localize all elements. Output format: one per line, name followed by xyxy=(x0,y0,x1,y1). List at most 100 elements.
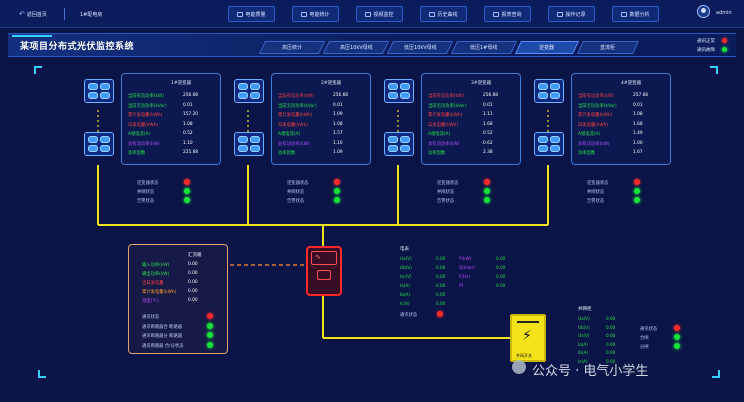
metric-value: 256.68 xyxy=(183,93,199,98)
metric-label: A相电流(A) xyxy=(128,132,151,137)
analysis-icon xyxy=(621,11,628,17)
metric-value: 0.00 xyxy=(188,289,198,294)
metric-label: 日发电量(kWh) xyxy=(578,122,609,128)
metric-value: 1.57 xyxy=(333,131,343,136)
pv-module-icon[interactable] xyxy=(234,79,264,103)
power-quality-button[interactable]: 电能质量 xyxy=(228,6,275,22)
status-led xyxy=(484,197,490,203)
avatar[interactable] xyxy=(697,5,710,18)
inverter-title: 4#逆变器 xyxy=(621,81,642,86)
camera-icon xyxy=(365,11,372,17)
gridbox-label: Ib(A) xyxy=(578,350,589,355)
status-led xyxy=(334,197,340,203)
metric-label: 总有功功率(kW) xyxy=(578,141,610,147)
metric-value: 256.68 xyxy=(333,93,349,98)
pv-module-icon[interactable] xyxy=(84,132,114,156)
meter-label: Uc(V) xyxy=(400,274,412,279)
metric-value: 0.00 xyxy=(188,298,198,303)
metric-value: 2.38 xyxy=(483,150,493,155)
metric-label: 当前无功功率(kVar) xyxy=(278,103,317,109)
metric-label: 总有功功率(kW) xyxy=(428,141,460,147)
meter-value: 0.00 xyxy=(436,256,446,261)
metric-value: 1.08 xyxy=(183,121,193,127)
report-query-button[interactable]: 报表查询 xyxy=(484,6,531,22)
metric-label: 当日发电量 xyxy=(142,281,164,286)
pv-module-icon[interactable] xyxy=(384,132,414,156)
metric-value: 0.00 xyxy=(188,271,198,276)
metric-label: 功率因数 xyxy=(278,151,296,156)
video-monitor-button[interactable]: 视频监控 xyxy=(356,6,403,22)
meter-label: Ia(A) xyxy=(400,283,410,288)
metric-value: 1.10 xyxy=(183,140,193,146)
meter-device[interactable]: ∿ xyxy=(306,246,342,296)
metric-value: 1.68 xyxy=(483,121,493,127)
metric-value: 1.11 xyxy=(483,112,493,117)
metric-label: 输入功率(kW) xyxy=(142,263,170,268)
operation-log-button[interactable]: 操作记录 xyxy=(548,6,595,22)
curve-icon xyxy=(429,11,436,17)
metric-label: 温度(℃) xyxy=(142,299,159,304)
status-led xyxy=(207,322,213,329)
grid-cabinet[interactable]: ⚡ 并网开关 xyxy=(510,314,546,362)
gridbox-value: 0.00 xyxy=(606,316,616,321)
gridbox-label: Ic(A) xyxy=(578,358,588,364)
meter-title: 电表 xyxy=(400,247,409,252)
gridbox-value: 0.00 xyxy=(606,341,616,347)
back-arrow-icon: ↶ xyxy=(19,10,25,18)
pv-module-icon[interactable] xyxy=(84,79,114,103)
monitor-icon xyxy=(237,11,244,17)
corner-decoration xyxy=(38,370,46,378)
metric-label: 当前无功功率(kVar) xyxy=(428,103,467,109)
status-led xyxy=(207,341,213,348)
meter-value: 0.00 xyxy=(496,283,506,288)
pv-module-icon[interactable] xyxy=(534,79,564,103)
metric-value: 0.01 xyxy=(333,102,343,108)
meter-value: 0.00 xyxy=(436,274,446,279)
station-label: 1#配电房 xyxy=(80,12,103,18)
energy-stats-button[interactable]: 电能统计 xyxy=(292,6,339,22)
corner-decoration xyxy=(34,66,42,74)
meter-label: F(Hz) xyxy=(459,274,471,279)
status-led xyxy=(674,334,680,340)
pv-module-icon[interactable] xyxy=(234,132,264,156)
metric-label: 累计发电量(kWh) xyxy=(128,113,163,118)
status-led xyxy=(484,179,490,185)
comm-fault-label: 通讯故障 xyxy=(697,48,715,53)
metric-value: 1.10 xyxy=(333,140,343,146)
status-led xyxy=(674,325,680,331)
combiner-title: 汇流箱 xyxy=(188,253,202,258)
meter-label: Ic(A) xyxy=(400,301,410,306)
status-led xyxy=(334,179,340,185)
pv-module-icon[interactable] xyxy=(384,79,414,103)
inverter-panel-1 xyxy=(121,73,221,165)
metric-value: 1.00 xyxy=(633,140,643,146)
meter-label: Pf xyxy=(459,283,463,288)
status-label: 告警状态 xyxy=(587,199,605,204)
metric-label: 当前有功功率(kW) xyxy=(128,94,164,99)
lightning-icon: ⚡ xyxy=(522,328,532,344)
data-analysis-button[interactable]: 数据分析 xyxy=(612,6,659,22)
gridbox-value: 0.00 xyxy=(606,350,616,355)
metric-label: 日发电量(kWh) xyxy=(278,122,309,128)
metric-label: 输出功率(kW) xyxy=(142,272,170,277)
cabinet-slot xyxy=(517,321,539,323)
gridbox-label: Ub(V) xyxy=(578,324,590,330)
metric-label: 功率因数 xyxy=(128,151,146,156)
top-bar: ↶ 返回首页 1#配电房 电能质量 电能统计 视频监控 历史曲线 报表查询 操作… xyxy=(0,0,744,28)
meter-label: P(kW) xyxy=(459,256,472,261)
back-home-button[interactable]: ↶ 返回首页 xyxy=(19,10,47,18)
status-label: 通讯状态 xyxy=(640,327,658,332)
metric-value: 1.49 xyxy=(633,131,643,136)
status-label: 分闸 xyxy=(640,345,649,350)
pv-module-icon[interactable] xyxy=(534,132,564,156)
gridbox-label: Ua(V) xyxy=(578,316,590,321)
divider xyxy=(64,8,65,20)
metric-value: 257.68 xyxy=(633,93,649,98)
history-curve-button[interactable]: 历史曲线 xyxy=(420,6,467,22)
metric-label: 当前无功功率(kVar) xyxy=(578,103,617,109)
status-label: 并网状态 xyxy=(587,190,605,195)
metric-label: 累计发电量(kWh) xyxy=(428,113,463,118)
metric-label: 当前有功功率(kW) xyxy=(578,94,614,99)
inverter-title: 2#逆变器 xyxy=(321,81,342,86)
